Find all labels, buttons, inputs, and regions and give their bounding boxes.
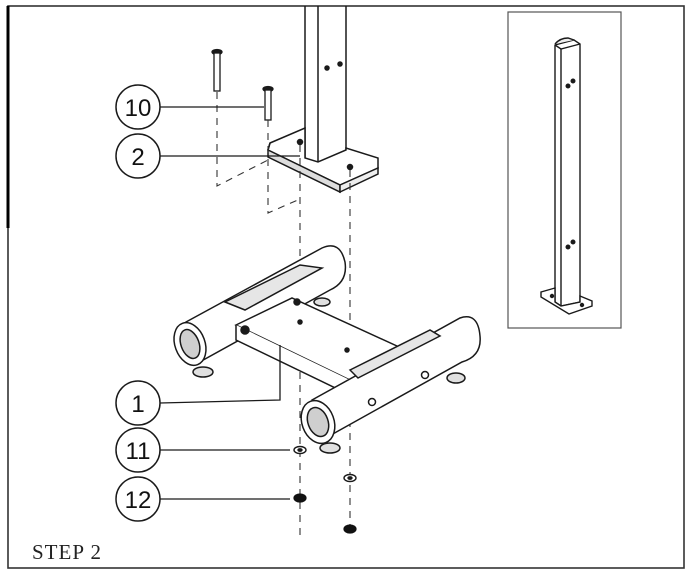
inset-frame xyxy=(507,11,622,329)
callout-12: 12 xyxy=(115,476,161,522)
callout-11: 11 xyxy=(115,427,161,473)
step-label: STEP 2 xyxy=(32,540,102,564)
callout-1-label: 1 xyxy=(131,391,144,418)
callout-2-label: 2 xyxy=(131,144,144,171)
nut-part-12 xyxy=(293,493,357,534)
bolt-part-10-left xyxy=(211,48,223,92)
bolt-part-10-right xyxy=(262,85,274,121)
callout-1: 1 xyxy=(115,380,161,426)
callout-11-label: 11 xyxy=(126,438,151,465)
callout-10-label: 10 xyxy=(125,95,152,122)
leader-lines xyxy=(159,106,300,500)
callout-10: 10 xyxy=(115,84,161,130)
upright-post-part-2 xyxy=(267,6,379,194)
inset-upright-post xyxy=(540,37,593,315)
inset-panel xyxy=(507,11,622,329)
callout-12-label: 12 xyxy=(125,487,152,514)
washer-part-11 xyxy=(293,445,357,483)
callout-2: 2 xyxy=(115,133,161,179)
base-frame-part-1 xyxy=(173,245,481,454)
